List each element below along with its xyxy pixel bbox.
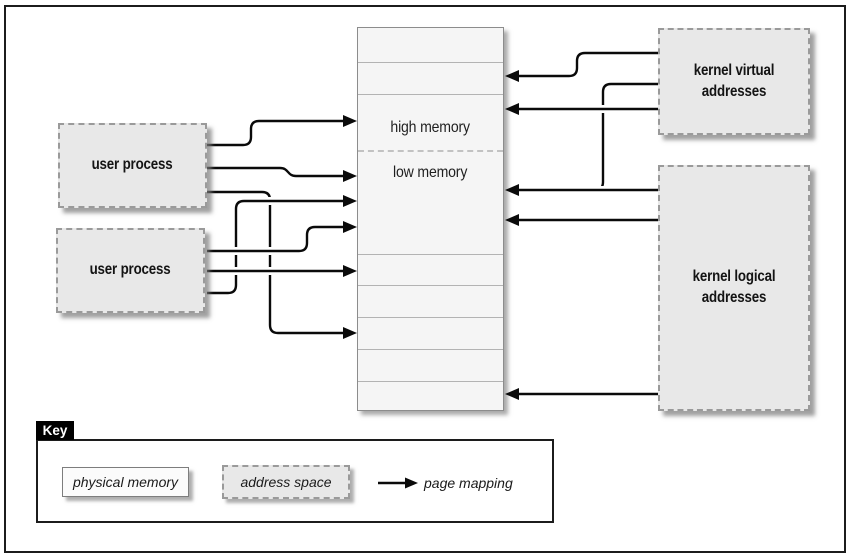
user-process-1-box: user process: [58, 123, 207, 208]
memory-segment-divider: [358, 349, 503, 350]
high-low-memory-divider: [358, 150, 503, 152]
memory-segment-divider: [358, 62, 503, 63]
mapping-arrow-up1-b: [207, 164, 344, 180]
kernel-logical-addresses-box: kernel logical addresses: [658, 165, 810, 411]
key-page-mapping-item: page mapping: [376, 471, 546, 495]
kernel-virtual-addresses-label: kernel virtual addresses: [693, 61, 775, 100]
mapping-arrow-up1-c: [207, 188, 344, 337]
memory-segment-divider: [358, 254, 503, 255]
arrowhead-icon: [343, 195, 357, 207]
low-memory-label: low memory: [393, 164, 468, 181]
arrowhead-icon: [505, 214, 519, 226]
kernel-virtual-addresses-box: kernel virtual addresses: [658, 28, 810, 135]
user-process-1-label: user process: [92, 156, 173, 174]
key-page-mapping-label: page mapping: [424, 475, 513, 491]
key-legend-box: physical memory address space page mappi…: [36, 439, 554, 523]
arrowhead-icon: [343, 170, 357, 182]
memory-segment-divider: [358, 94, 503, 95]
kernel-logical-addresses-label: kernel logical addresses: [692, 268, 776, 306]
high-memory-label: high memory: [390, 119, 471, 136]
user-process-2-box: user process: [56, 228, 205, 313]
arrowhead-icon: [505, 388, 519, 400]
key-physical-memory-label: physical memory: [72, 474, 179, 490]
arrowhead-icon: [343, 265, 357, 277]
memory-segment-divider: [358, 381, 503, 382]
key-address-space-label: address space: [240, 474, 332, 490]
memory-segment-divider: [358, 317, 503, 318]
key-address-space-swatch: address space: [222, 465, 350, 499]
physical-memory-column: high memory low memory: [357, 27, 504, 411]
mapping-arrow-kv-a: [518, 49, 658, 80]
key-physical-memory-swatch: physical memory: [62, 467, 189, 497]
page-mapping-arrow-icon: [378, 477, 418, 489]
arrowhead-icon: [343, 327, 357, 339]
key-title-tab: Key: [36, 421, 74, 440]
mapping-arrow-up1-a: [207, 117, 344, 149]
key-title: Key: [42, 423, 68, 438]
arrowhead-icon: [505, 184, 519, 196]
mapping-arrow-up2-a: [207, 223, 344, 255]
user-process-2-label: user process: [90, 261, 171, 279]
arrowhead-icon: [505, 70, 519, 82]
memory-segment-divider: [358, 285, 503, 286]
arrowhead-icon: [343, 115, 357, 127]
arrowhead-icon: [343, 221, 357, 233]
arrowhead-icon: [505, 103, 519, 115]
